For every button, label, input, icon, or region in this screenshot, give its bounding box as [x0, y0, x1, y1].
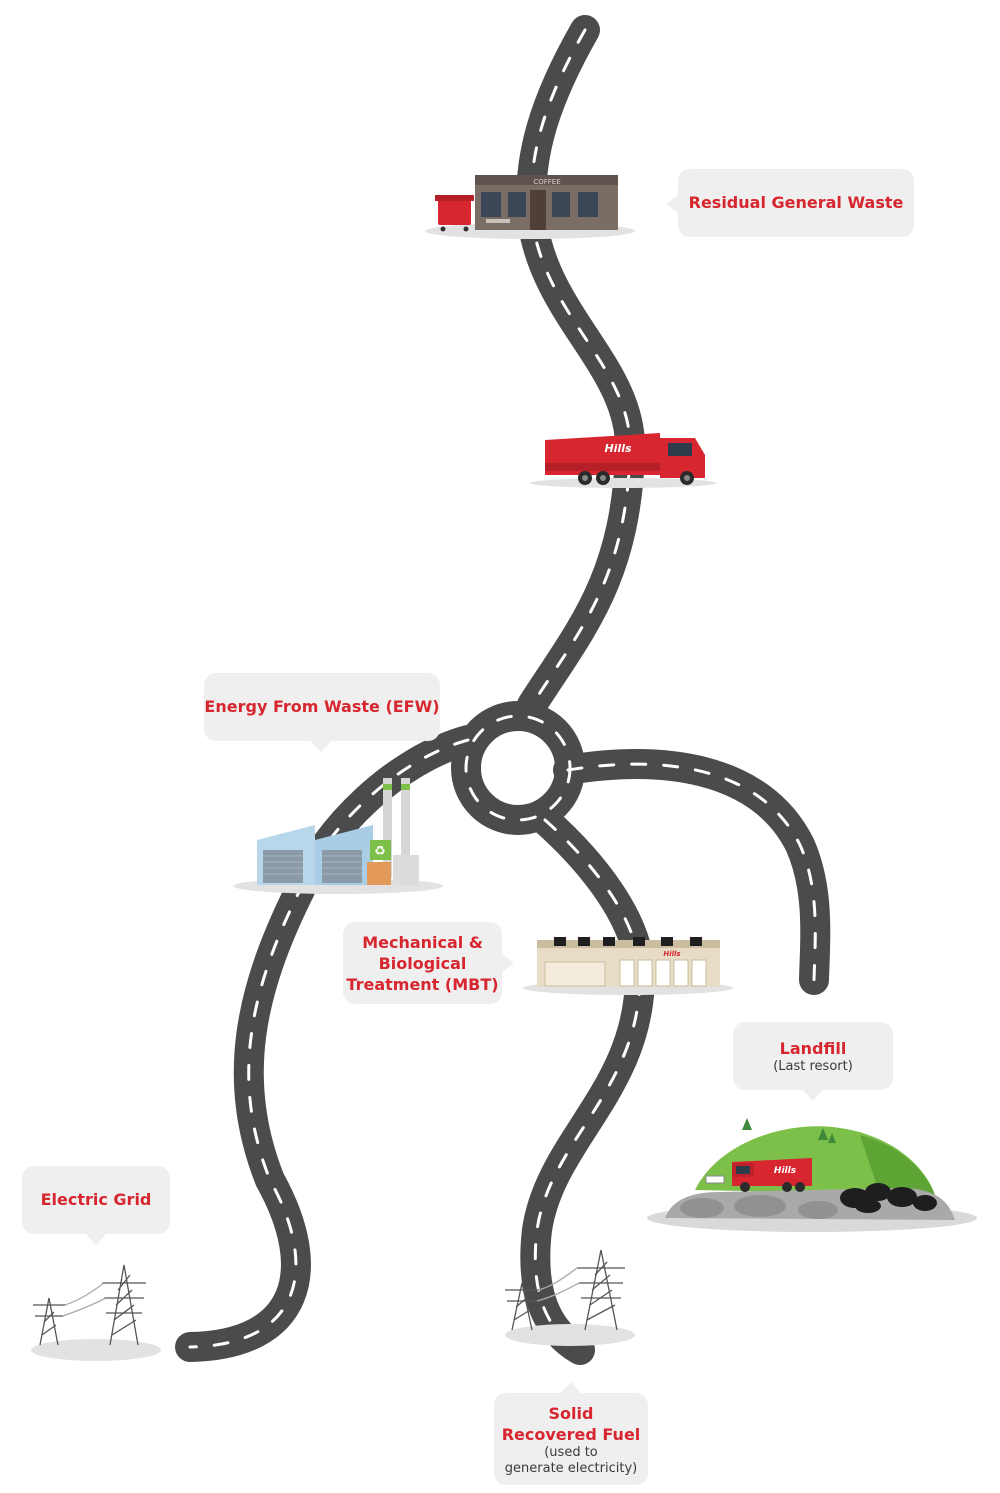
electric-grid-pylons — [31, 1264, 161, 1361]
srf-pylons — [505, 1249, 635, 1346]
landfill-illustration: Hills — [647, 1118, 977, 1232]
svg-text:♻: ♻ — [374, 844, 386, 859]
coffee-shop-illustration: COFFEE — [425, 175, 635, 239]
callout-pointer — [561, 1382, 581, 1393]
callout-energy-from-waste: Energy From Waste (EFW) — [204, 673, 440, 752]
label-srf-line2: Recovered Fuel — [501, 1425, 641, 1444]
callout-pointer — [666, 195, 678, 213]
callout-pointer — [311, 741, 331, 752]
callout-pointer — [803, 1090, 823, 1101]
callout-mbt: Mechanical & Biological Treatment (MBT) — [343, 922, 514, 1004]
mbt-brand: Hills — [663, 950, 680, 958]
label-srf-note-line1: (used to — [544, 1445, 598, 1460]
callout-solid-recovered-fuel: Solid Recovered Fuel (used to generate e… — [494, 1382, 648, 1485]
road-network — [175, 15, 831, 1365]
label-srf-line1: Solid — [548, 1404, 594, 1423]
landfill-truck-brand: Hills — [774, 1166, 797, 1176]
callout-pointer — [86, 1234, 106, 1245]
label-energy-from-waste: Energy From Waste (EFW) — [204, 697, 440, 716]
shop-sign: COFFEE — [533, 178, 560, 186]
label-landfill: Landfill — [779, 1039, 847, 1058]
collection-truck-illustration: Hills — [530, 433, 716, 488]
callout-residual-general-waste: Residual General Waste — [666, 169, 914, 237]
label-mbt-line1: Mechanical & — [362, 933, 483, 952]
label-landfill-note: (Last resort) — [773, 1059, 853, 1074]
callout-electric-grid: Electric Grid — [22, 1166, 170, 1245]
callout-pointer — [502, 954, 514, 972]
label-mbt-line2: Biological — [378, 954, 467, 973]
callout-landfill: Landfill (Last resort) — [733, 1022, 893, 1101]
efw-plant-illustration: ♻ — [233, 778, 443, 894]
road-main — [516, 15, 646, 720]
label-electric-grid: Electric Grid — [40, 1190, 152, 1209]
road-to-efw-grid — [175, 725, 483, 1362]
label-residual-general-waste: Residual General Waste — [688, 193, 904, 212]
label-mbt-line3: Treatment (MBT) — [346, 975, 499, 994]
truck-brand: Hills — [604, 442, 632, 455]
label-srf-note-line2: generate electricity) — [504, 1461, 638, 1476]
road-to-mbt-srf — [520, 805, 656, 1365]
mbt-facility-illustration: Hills — [523, 937, 733, 995]
